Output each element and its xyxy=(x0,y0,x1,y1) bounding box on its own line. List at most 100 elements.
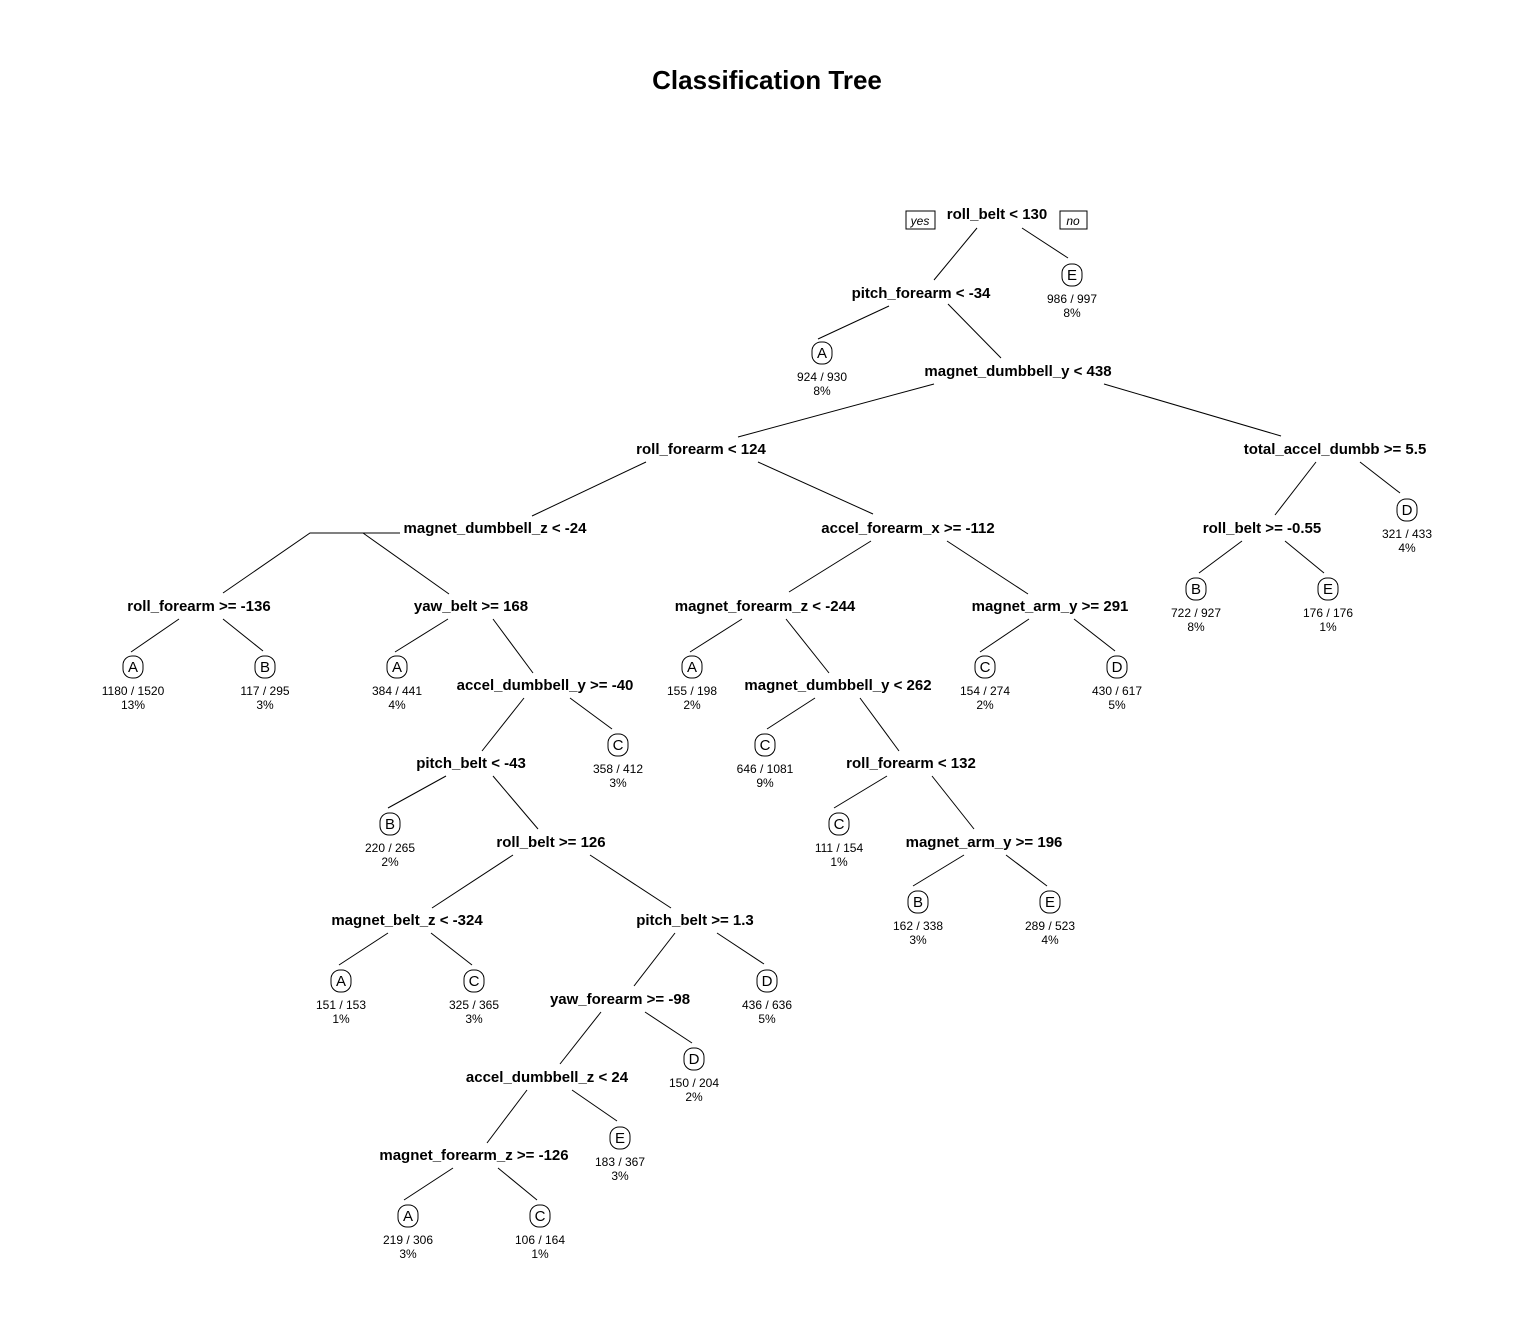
split-node-label: yaw_forearm >= -98 xyxy=(550,991,690,1008)
leaf-class-label: D xyxy=(762,973,773,990)
tree-edge xyxy=(1359,461,1401,494)
leaf-percent-label: 2% xyxy=(683,698,701,712)
split-node-label: roll_belt >= 126 xyxy=(496,834,605,851)
leaf-count-label: 220 / 265 xyxy=(365,841,415,855)
tree-edge xyxy=(569,697,613,730)
chart-title: Classification Tree xyxy=(652,65,882,95)
leaf-percent-label: 2% xyxy=(381,855,399,869)
leaf-class-label: E xyxy=(1045,894,1055,911)
tree-edge xyxy=(222,532,400,594)
leaf-class-box xyxy=(609,1126,631,1150)
tree-edge xyxy=(912,854,965,887)
leaf-percent-label: 8% xyxy=(1187,620,1205,634)
leaf-count-label: 384 / 441 xyxy=(372,684,422,698)
leaf-percent-label: 3% xyxy=(256,698,274,712)
tree-edge xyxy=(130,618,180,653)
tree-edge xyxy=(757,461,874,515)
leaf-percent-label: 4% xyxy=(1041,933,1059,947)
tree-edge xyxy=(946,540,1029,595)
split-node-label: accel_dumbbell_y >= -40 xyxy=(457,677,634,694)
tree-edges xyxy=(130,227,1401,1201)
leaf-class-label: B xyxy=(913,894,923,911)
tree-edge xyxy=(633,932,676,987)
leaf-count-label: 183 / 367 xyxy=(595,1155,645,1169)
leaf-class-box xyxy=(122,655,144,679)
leaf-percent-label: 3% xyxy=(609,776,627,790)
leaf-class-box xyxy=(1061,263,1083,287)
leaf-class-label: B xyxy=(385,816,395,833)
split-node-label: pitch_forearm < -34 xyxy=(852,285,991,302)
leaf-class-box xyxy=(254,655,276,679)
leaf-class-box xyxy=(683,1047,705,1071)
leaf-class-box xyxy=(756,969,778,993)
tree-edge xyxy=(1073,618,1116,652)
split-node-label: roll_forearm < 124 xyxy=(636,441,766,458)
split-node-label: magnet_dumbbell_y < 262 xyxy=(744,677,931,694)
split-node-label: roll_belt >= -0.55 xyxy=(1203,520,1321,537)
tree-edge xyxy=(1021,227,1069,259)
leaf-class-label: B xyxy=(260,659,270,676)
yes-legend: yes xyxy=(905,210,936,230)
tree-edge xyxy=(933,227,978,281)
leaf-class-box xyxy=(811,341,833,365)
leaf-class-box xyxy=(330,969,352,993)
leaf-class-box xyxy=(907,890,929,914)
split-node-label: magnet_dumbbell_z < -24 xyxy=(404,520,588,537)
leaf-class-label: E xyxy=(1067,267,1077,284)
split-node-label: roll_forearm >= -136 xyxy=(127,598,270,615)
tree-edge xyxy=(947,303,1002,359)
tree-edge xyxy=(403,1167,454,1201)
leaf-class-box xyxy=(1106,655,1128,679)
tree-edge xyxy=(689,618,743,653)
split-node-label: yaw_belt >= 168 xyxy=(414,598,528,615)
leaf-count-label: 150 / 204 xyxy=(669,1076,719,1090)
tree-edge xyxy=(1005,854,1048,887)
split-node-label: magnet_dumbbell_y < 438 xyxy=(924,363,1111,380)
tree-edge xyxy=(492,618,534,674)
leaf-class-label: B xyxy=(1191,581,1201,598)
tree-edge xyxy=(497,1167,538,1201)
tree-edge xyxy=(387,775,447,809)
tree-edge xyxy=(716,932,765,965)
tree-edge xyxy=(486,1089,528,1144)
leaf-count-label: 986 / 997 xyxy=(1047,292,1097,306)
leaf-class-box xyxy=(1039,890,1061,914)
tree-edge xyxy=(833,775,888,809)
leaf-percent-label: 3% xyxy=(611,1169,629,1183)
leaf-class-box xyxy=(681,655,703,679)
leaf-count-label: 151 / 153 xyxy=(316,998,366,1012)
tree-edge xyxy=(785,618,830,674)
leaf-count-label: 219 / 306 xyxy=(383,1233,433,1247)
leaf-class-label: D xyxy=(1112,659,1123,676)
leaf-percent-label: 1% xyxy=(332,1012,350,1026)
leaf-percent-label: 9% xyxy=(756,776,774,790)
tree-edge xyxy=(338,932,389,966)
leaf-percent-label: 5% xyxy=(1108,698,1126,712)
leaf-class-box xyxy=(607,733,629,757)
leaf-class-label: A xyxy=(687,659,697,676)
leaf-percent-label: 2% xyxy=(685,1090,703,1104)
tree-nodes: roll_belt < 130 pitch_forearm < -34 magnet… xyxy=(102,206,1433,1261)
leaf-count-label: 106 / 164 xyxy=(515,1233,565,1247)
leaf-class-label: E xyxy=(1323,581,1333,598)
tree-edge xyxy=(1284,540,1325,574)
leaf-count-label: 924 / 930 xyxy=(797,370,847,384)
leaf-percent-label: 3% xyxy=(909,933,927,947)
split-node-label: accel_forearm_x >= -112 xyxy=(821,520,994,537)
split-node-label: magnet_arm_y >= 291 xyxy=(972,598,1129,615)
split-node-label: roll_belt < 130 xyxy=(947,206,1047,223)
